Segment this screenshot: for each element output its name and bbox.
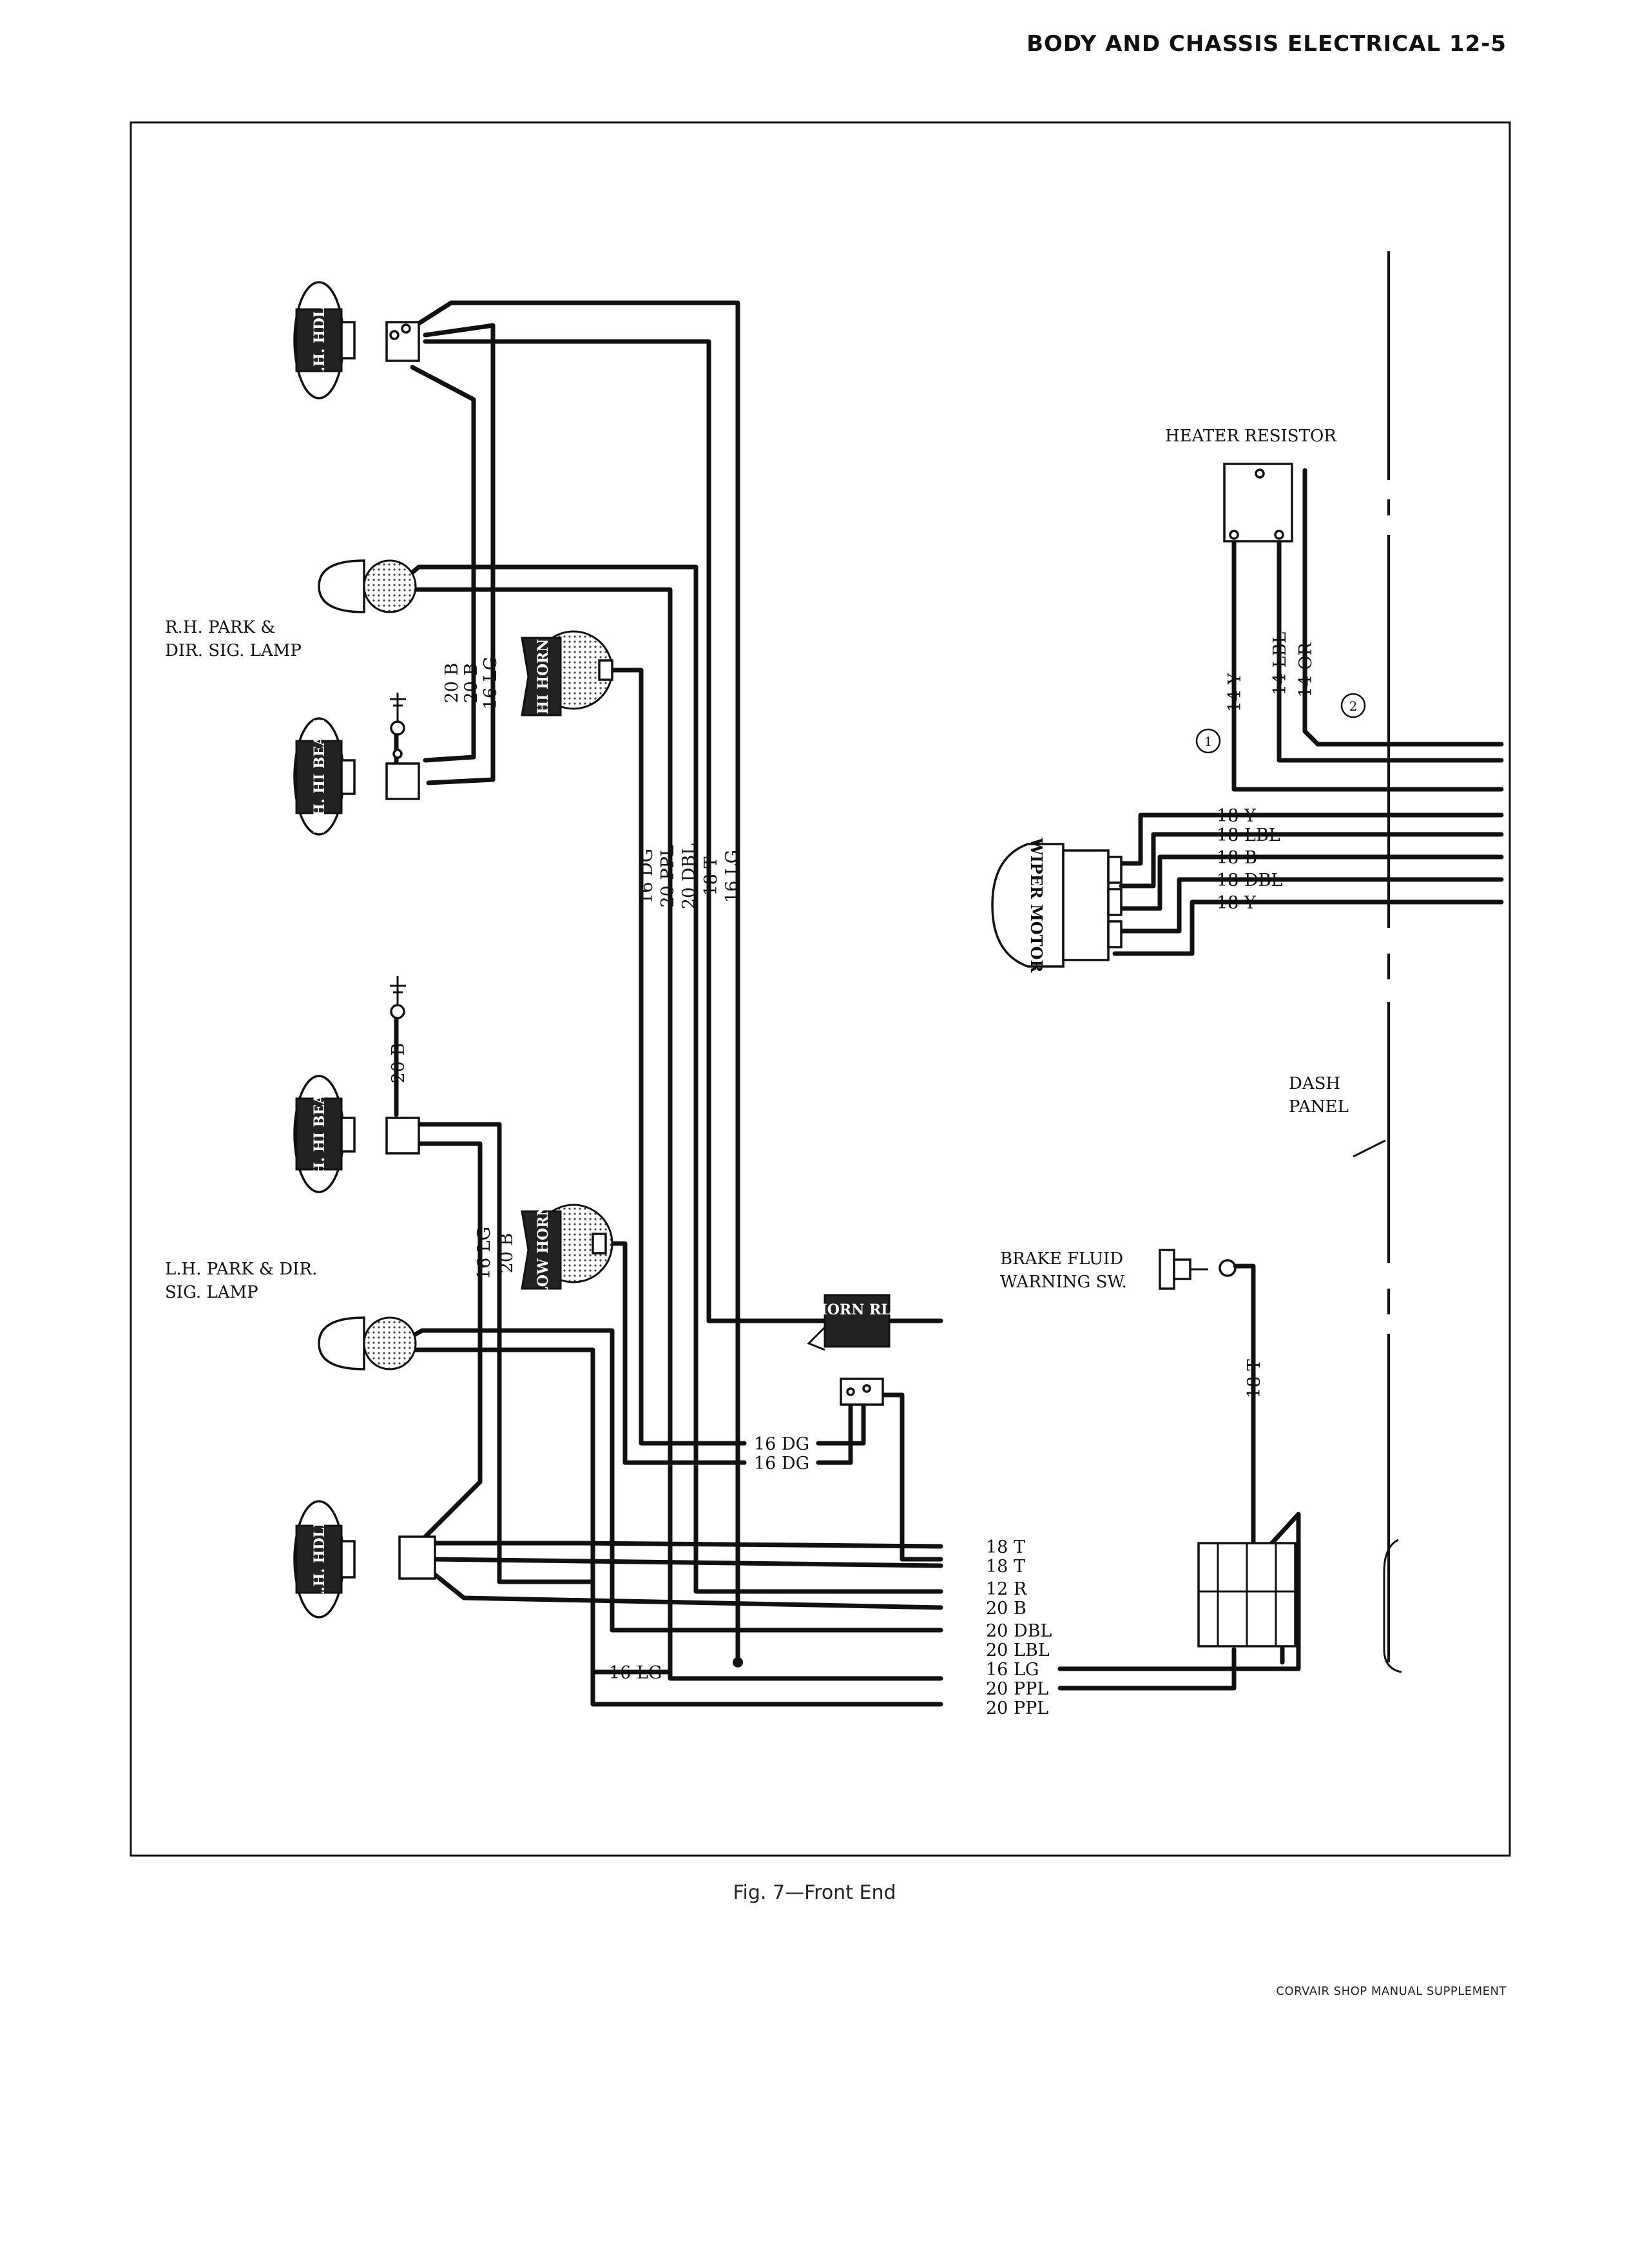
rh-park-label-1: R.H. PARK & xyxy=(165,618,275,637)
wire-label: 16 LG xyxy=(481,657,501,709)
dash-panel-label-1: DASH xyxy=(1289,1074,1340,1093)
rh-park-label-2: DIR. SIG. LAMP xyxy=(165,641,302,660)
brake-fluid-label-1: BRAKE FLUID xyxy=(1000,1249,1123,1269)
rh-ground-symbol xyxy=(390,693,406,759)
heater-resistor xyxy=(1223,463,1293,543)
horn-rly-label: HORN RLY xyxy=(814,1302,900,1318)
wire-label: 18 T xyxy=(701,857,721,896)
lh-ground-symbol xyxy=(390,976,406,1019)
page-header: BODY AND CHASSIS ELECTRICAL 12-5 xyxy=(1027,31,1507,57)
rh-hi-beam-lamp: R.H. HI BEAM xyxy=(293,717,420,836)
diagram-frame xyxy=(130,121,1511,1857)
wire-label: 16 LG xyxy=(609,1663,662,1683)
wire-label: 20 PPL xyxy=(986,1698,1048,1718)
wire-label: 18 T xyxy=(1244,1360,1264,1399)
wire-label: 18 DBL xyxy=(1217,870,1282,890)
horn-relay: HORN RLY xyxy=(807,1294,900,1406)
low-horn-label: LOW HORN xyxy=(535,1203,552,1296)
wire-label: 20 PPL xyxy=(658,845,678,907)
wire-label: 16 DG xyxy=(754,1454,809,1474)
wire-label: 18 LBL xyxy=(1217,825,1280,845)
low-horn: LOW HORN xyxy=(521,1203,613,1297)
lh-park-lamp xyxy=(318,1316,417,1370)
wire-label: 14 Y xyxy=(1225,672,1245,712)
wire-label: 20 B xyxy=(389,1043,409,1084)
rh-park-lamp xyxy=(318,559,417,613)
heater-resistor-label: HEATER RESISTOR xyxy=(1165,427,1337,446)
wire-label: 20 DBL xyxy=(986,1621,1052,1641)
wire-label: 20 DBL xyxy=(679,843,699,909)
lh-hdlp-label: L.H. HDLP xyxy=(311,1517,328,1601)
wire-label: 16 DG xyxy=(754,1434,809,1454)
wiper-motor: WIPER MOTOR xyxy=(991,837,1123,974)
brake-fluid-switch xyxy=(1159,1249,1256,1290)
wire-label: 20 LBL xyxy=(986,1640,1050,1660)
rh-headlamp: R.H. HDLP xyxy=(293,281,420,399)
wire-label: 16 LG xyxy=(986,1660,1039,1680)
dash-panel-line xyxy=(1353,251,1402,1673)
lh-park-label-2: SIG. LAMP xyxy=(165,1283,258,1302)
wire-label: 18 Y xyxy=(1217,893,1257,913)
wire-label: 14 OR xyxy=(1296,642,1316,698)
wire-label: 16 LG xyxy=(722,850,742,903)
splice-dot xyxy=(733,1657,743,1667)
wire-label: 18 T xyxy=(986,1537,1025,1557)
wire-labels: 20 B 20 B 16 LG 16 DG 20 PPL 20 DBL 18 T… xyxy=(389,632,1316,1718)
circle-marker-2: 2 xyxy=(1340,693,1366,718)
wire-label: 20 B xyxy=(497,1233,517,1274)
circle-marker-1: 1 xyxy=(1195,728,1221,754)
rh-hdlp-label: R.H. HDLP xyxy=(311,297,328,383)
lh-hi-beam-label: L.H. HI BEAM xyxy=(311,1078,328,1191)
wire-label: 16 LG xyxy=(474,1227,494,1280)
lh-park-label-1: L.H. PARK & DIR. xyxy=(165,1260,317,1279)
wires xyxy=(394,300,1504,1707)
wire-label: 18 B xyxy=(1217,848,1257,868)
page-footer: CORVAIR SHOP MANUAL SUPPLEMENT xyxy=(1276,1984,1507,1998)
dash-panel-label-2: PANEL xyxy=(1289,1097,1349,1117)
figure-caption: Fig. 7—Front End xyxy=(733,1881,896,1904)
svg-text:2: 2 xyxy=(1349,698,1358,714)
junction-block xyxy=(1197,1542,1296,1648)
svg-text:1: 1 xyxy=(1204,734,1213,749)
wiper-motor-label: WIPER MOTOR xyxy=(1027,837,1046,973)
wire-label: 18 T xyxy=(986,1557,1025,1577)
wire-label: 16 DG xyxy=(637,849,657,904)
wire-label: 14 LBL xyxy=(1270,632,1290,696)
wire-label: 18 Y xyxy=(1217,806,1257,826)
brake-fluid-label-2: WARNING SW. xyxy=(1000,1273,1127,1292)
wire-label: 20 B xyxy=(461,663,481,704)
lh-headlamp: L.H. HDLP xyxy=(293,1500,436,1619)
wire-label: 20 B xyxy=(986,1599,1027,1619)
hi-horn: HI HORN xyxy=(521,630,613,716)
wire-label: 20 PPL xyxy=(986,1679,1048,1699)
hi-horn-label: HI HORN xyxy=(535,639,552,714)
lh-hi-beam-lamp: L.H. HI BEAM xyxy=(293,1075,420,1193)
rh-hi-beam-label: R.H. HI BEAM xyxy=(311,719,328,834)
wire-label: 20 B xyxy=(442,663,462,704)
wire-label: 12 R xyxy=(986,1579,1027,1599)
